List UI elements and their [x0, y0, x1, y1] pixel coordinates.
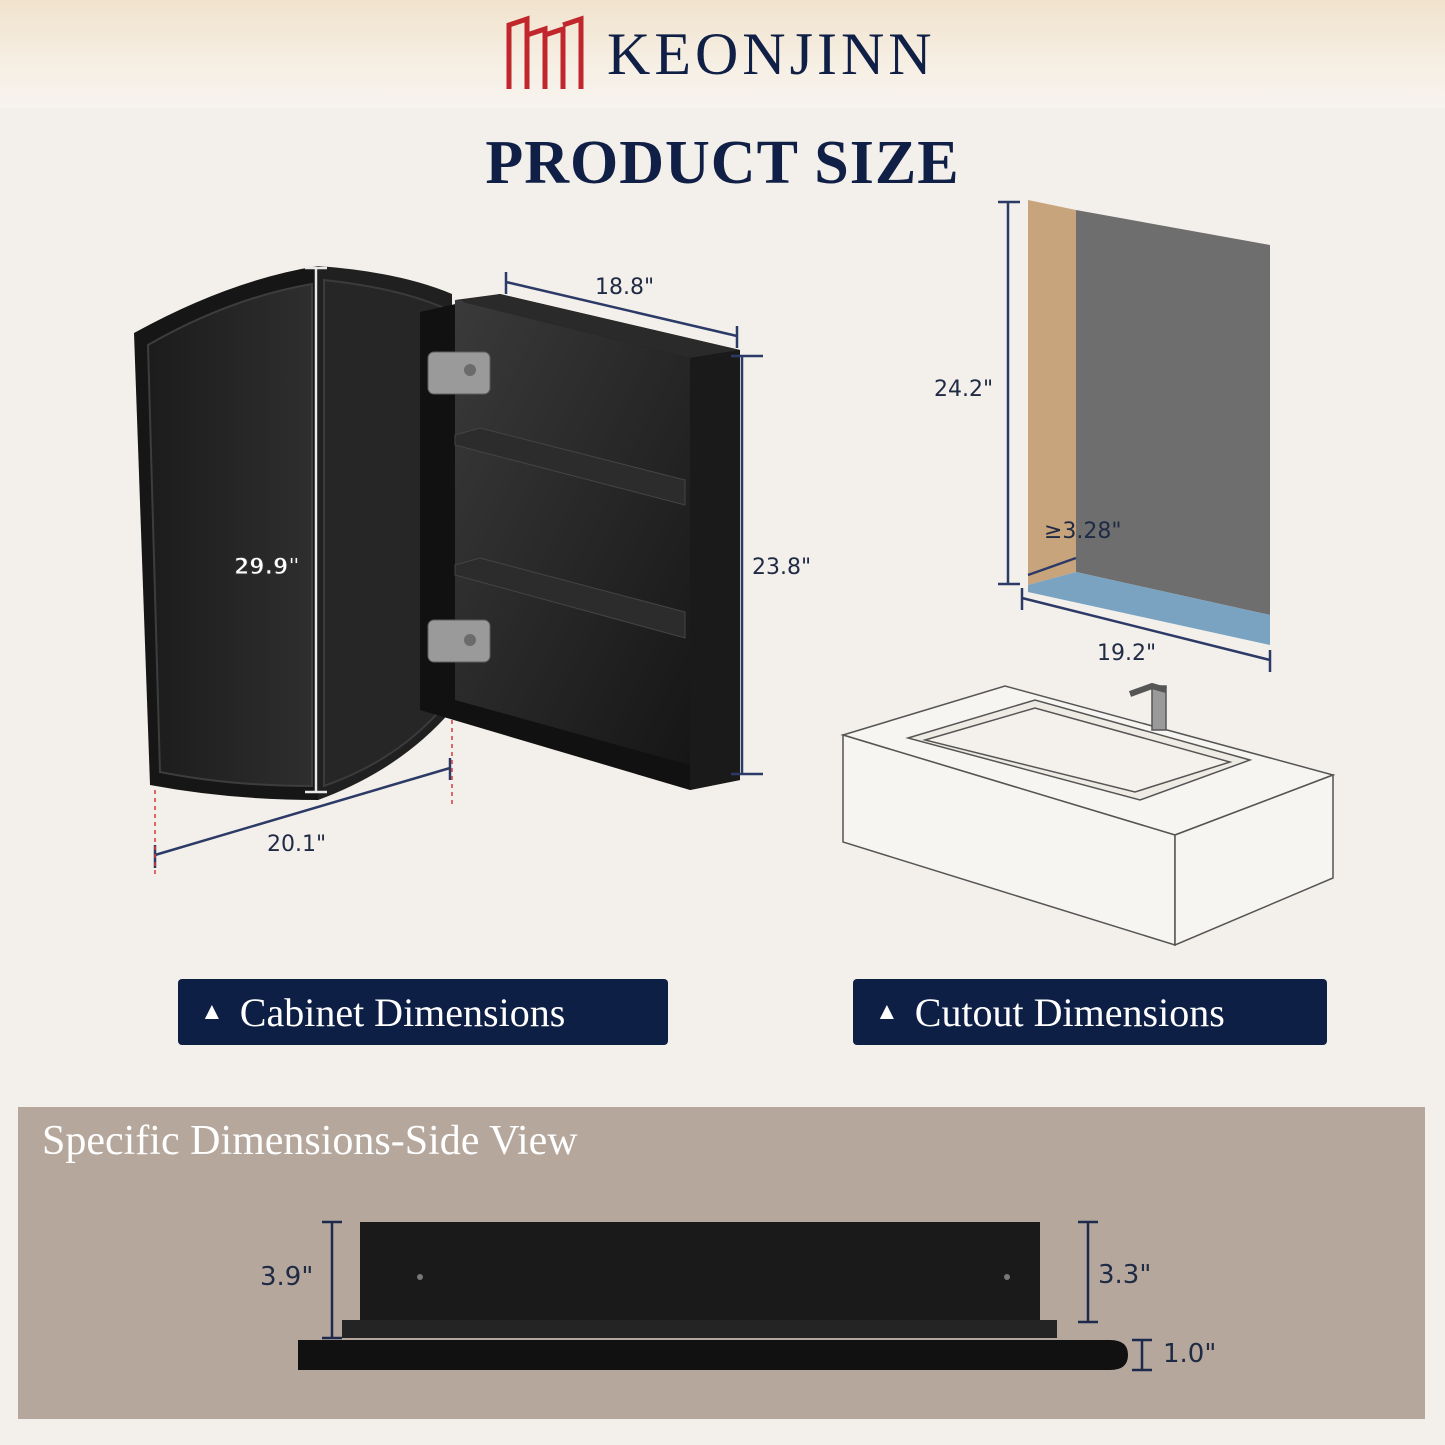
brand-name: KEONJINN [607, 21, 936, 87]
cabinet-height-label: 29.9" [234, 555, 301, 581]
cutout-dimension-lines [998, 200, 1272, 672]
side-view-cabinet [298, 1222, 1128, 1370]
brand-logo: KEONJINN [505, 14, 936, 94]
cutout-dimensions-label: Cutout Dimensions [914, 989, 1225, 1035]
triangle-up-icon: ▲ [200, 998, 224, 1025]
cutout-depth-label: ≥3.28" [1044, 519, 1122, 544]
side-dimension-lines [322, 1220, 1152, 1372]
side-box-depth-label: 3.3" [1098, 1260, 1152, 1290]
cutout-dimensions-button[interactable]: ▲ Cutout Dimensions [853, 979, 1327, 1045]
cutout-illustration [1028, 200, 1270, 645]
cutout-height-label: 24.2" [934, 377, 994, 402]
cutout-width-label: 19.2" [1097, 641, 1157, 666]
cabinet-dimension-lines [153, 266, 763, 875]
cabinet-box [420, 294, 740, 790]
box-height-label: 23.8" [752, 555, 812, 580]
header-bar [0, 0, 1445, 108]
cabinet-dimensions-label: Cabinet Dimensions [239, 989, 566, 1035]
keonjinn-logo-icon [506, 15, 584, 89]
mirror-door-front [134, 266, 318, 800]
open-door-edge [318, 266, 452, 800]
page-title: PRODUCT SIZE [485, 129, 960, 197]
cabinet-width-label: 20.1" [267, 832, 327, 857]
box-width-label: 18.8" [595, 275, 655, 300]
cabinet-dimensions-button[interactable]: ▲ Cabinet Dimensions [178, 979, 668, 1045]
triangle-up-icon: ▲ [875, 998, 899, 1025]
side-door-depth-label: 1.0" [1163, 1339, 1217, 1369]
side-total-depth-label: 3.9" [260, 1262, 314, 1292]
vanity-sink-drawing [840, 682, 1336, 947]
